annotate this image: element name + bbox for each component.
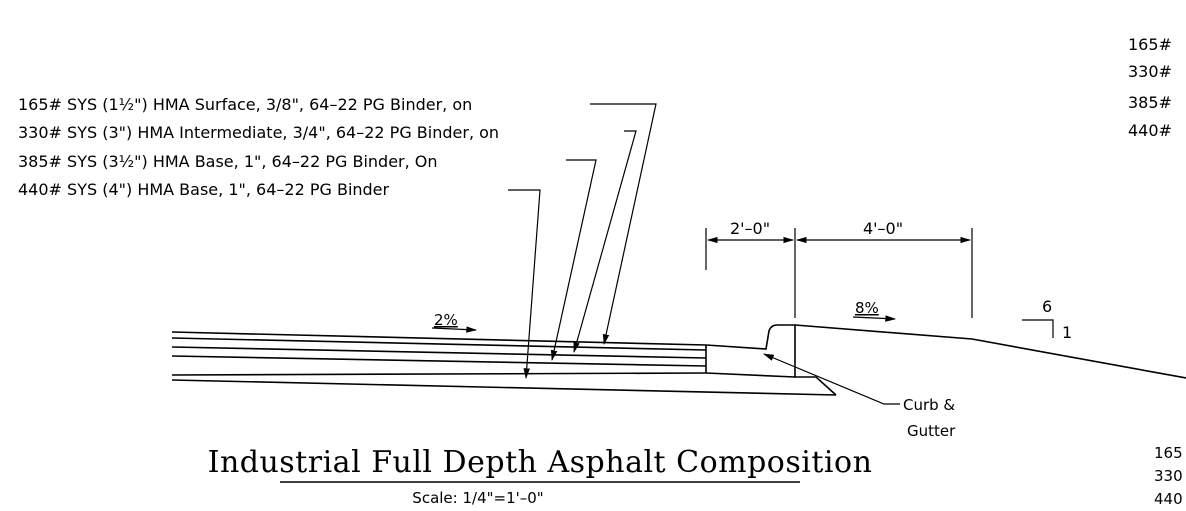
- right-label-165: 165#: [1128, 35, 1172, 54]
- leader-intermediate: [573, 130, 637, 354]
- gutter-bottom: [705, 372, 796, 378]
- title-block: Industrial Full Depth Asphalt Compositio…: [208, 445, 873, 507]
- slope-shoulder-arrow: [852, 315, 897, 322]
- shoulder-slope-line: [794, 324, 1186, 379]
- right-bottom-label-440: 440: [1154, 490, 1183, 508]
- leader-surface: [590, 103, 657, 346]
- curb-gutter-callout: Curb & Gutter: [763, 353, 956, 440]
- drawing-title: Industrial Full Depth Asphalt Compositio…: [208, 445, 873, 480]
- slope-shoulder-text: 8%: [855, 299, 879, 317]
- right-label-330: 330#: [1128, 62, 1172, 81]
- pavement-section: [171, 331, 837, 396]
- callout-line-2: Gutter: [907, 422, 956, 440]
- right-label-440: 440#: [1128, 121, 1172, 140]
- pavement-top-line: [171, 331, 707, 346]
- dimension-lines: 2'–0" 4'–0": [705, 219, 973, 318]
- leader-base-385: [550, 159, 597, 362]
- slope-pavement-text: 2%: [434, 311, 458, 329]
- layer-label-surface: 165# SYS (1½") HMA Surface, 3/8", 64–22 …: [18, 95, 472, 114]
- callout-leader: [763, 353, 900, 405]
- layer-labels: 165# SYS (1½") HMA Surface, 3/8", 64–22 …: [18, 95, 499, 199]
- drawing-scale: Scale: 1/4"=1'–0": [412, 489, 543, 507]
- layer-label-intermediate: 330# SYS (3") HMA Intermediate, 3/4", 64…: [18, 123, 499, 142]
- subgrade-line: [171, 379, 837, 396]
- callout-line-1: Curb &: [903, 396, 955, 414]
- dim-gutter-text: 2'–0": [730, 219, 770, 238]
- dim-shoulder-text: 4'–0": [863, 219, 903, 238]
- slope-ratio-symbol: [1022, 319, 1054, 338]
- slope-pavement-arrow: [431, 326, 478, 333]
- leader-base-440: [508, 189, 541, 380]
- curb-and-gutter: [705, 324, 1186, 396]
- surface-bottom-line: [171, 337, 707, 351]
- layer-leaders: [508, 103, 657, 380]
- right-edge-labels-top: 165# 330# 385# 440#: [1128, 35, 1172, 140]
- intermediate-bottom-line: [171, 346, 707, 359]
- right-label-385: 385#: [1128, 93, 1172, 112]
- slope-indicators: 2% 8% 6 1: [431, 297, 1072, 342]
- layer-label-base-385: 385# SYS (3½") HMA Base, 1", 64–22 PG Bi…: [18, 152, 438, 171]
- base-385-bottom-line: [171, 355, 707, 367]
- curb-outline: [705, 324, 837, 396]
- slope-ratio-rise: 1: [1062, 323, 1072, 342]
- slope-ratio-run: 6: [1042, 297, 1052, 316]
- right-bottom-label-330: 330: [1154, 467, 1183, 485]
- right-bottom-label-165: 165: [1154, 444, 1183, 462]
- right-edge-labels-bottom: 165 330 440: [1154, 444, 1183, 508]
- layer-label-base-440: 440# SYS (4") HMA Base, 1", 64–22 PG Bin…: [18, 180, 390, 199]
- base-440-bottom-line: [171, 372, 707, 376]
